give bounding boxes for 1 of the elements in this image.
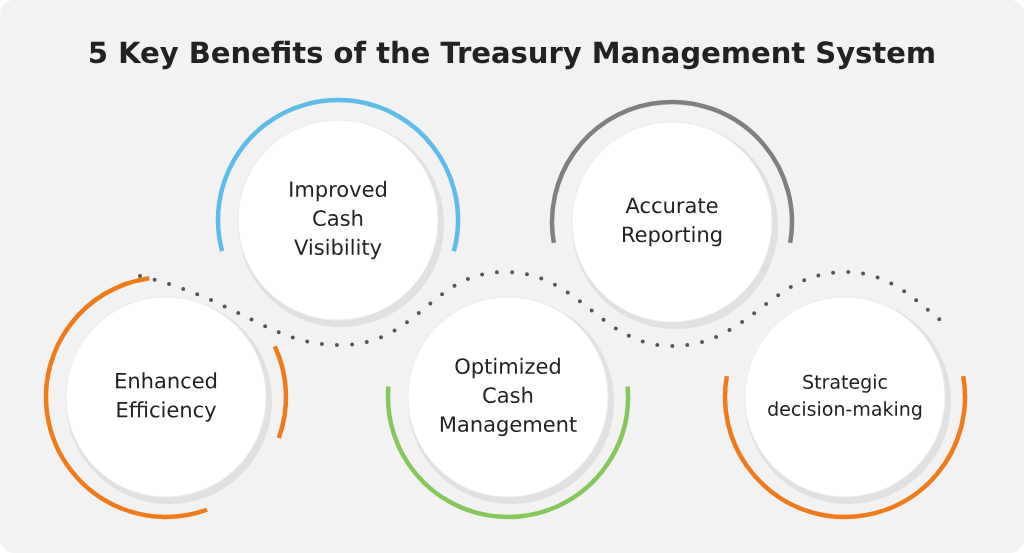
title: 5 Key Benefits of the Treasury Management System bbox=[90, 40, 934, 70]
